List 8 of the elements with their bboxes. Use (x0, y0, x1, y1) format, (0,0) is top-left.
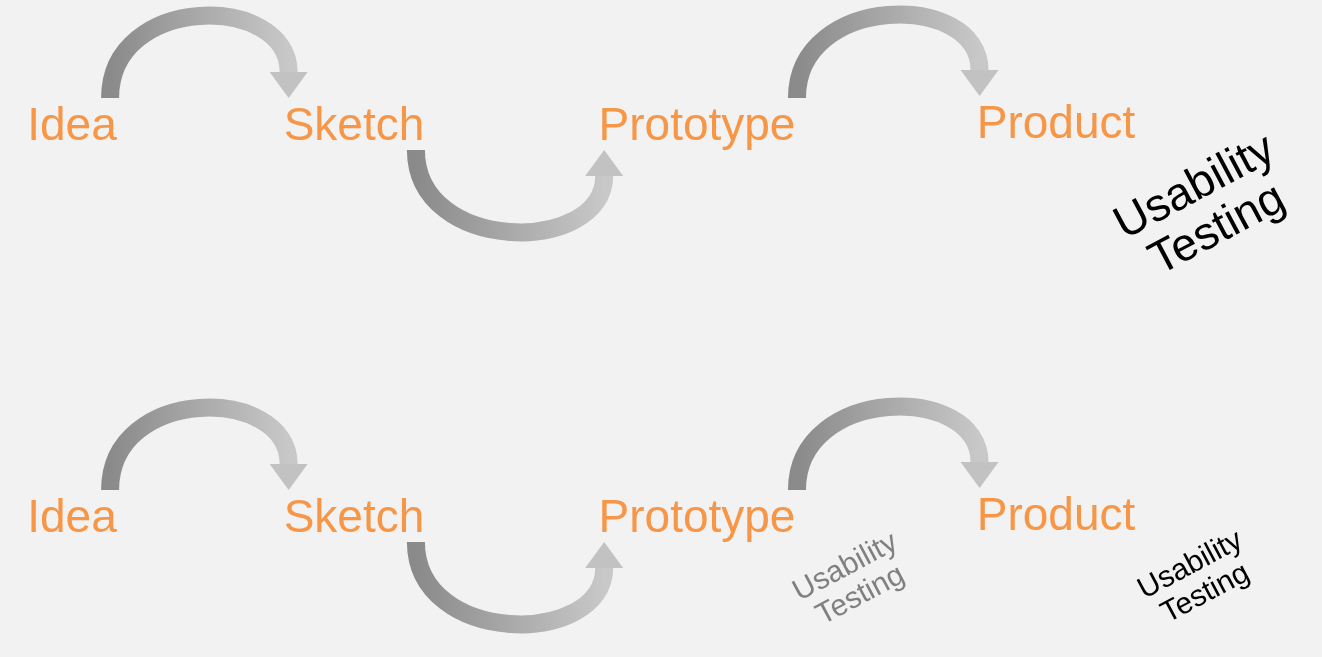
step-label: Sketch (268, 490, 440, 542)
step-label: Prototype (578, 98, 816, 150)
step-label: Product (958, 96, 1154, 148)
step-label: Idea (16, 490, 128, 542)
step-label: Idea (16, 98, 128, 150)
step-label: Prototype (578, 490, 816, 542)
step-label: Sketch (268, 98, 440, 150)
step-label: Product (958, 488, 1154, 540)
